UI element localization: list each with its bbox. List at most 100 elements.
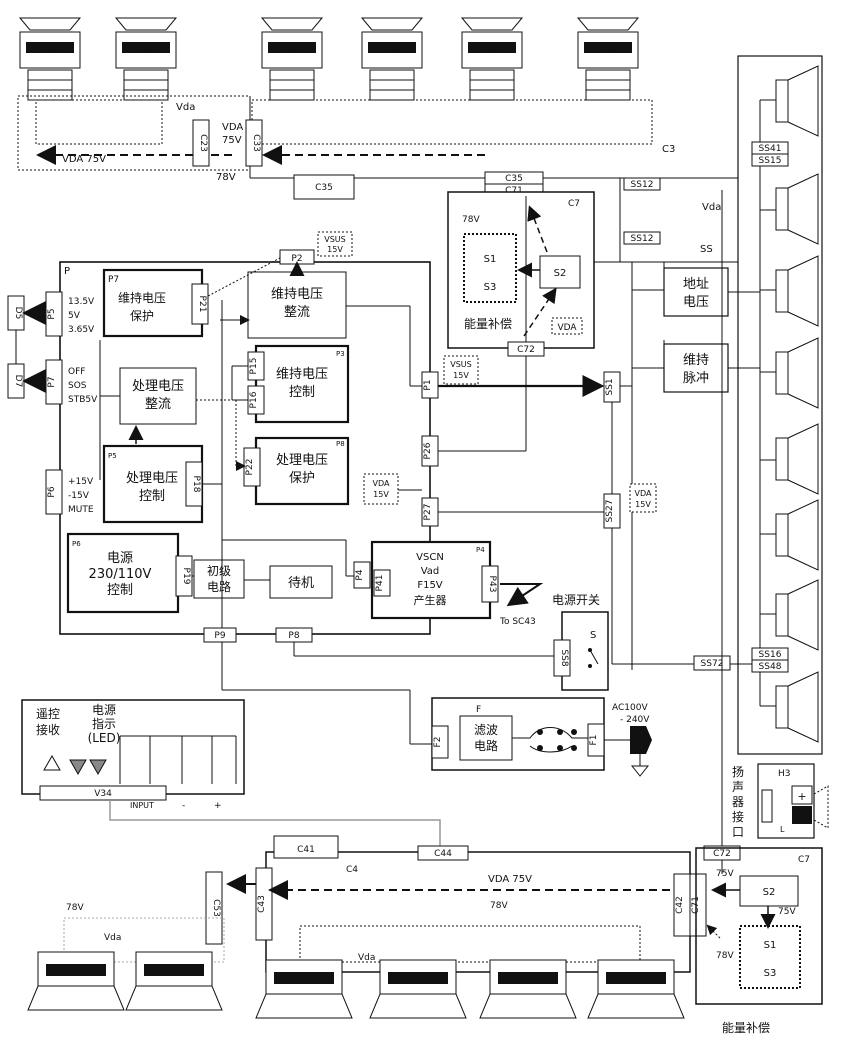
vda75v-label: VDA 75V <box>62 154 106 165</box>
block-label: 地址电压 <box>683 277 709 310</box>
bottom-c4-board: C41 C44 C4 C43 C53 C42 C71 C72 VDA 75V 7… <box>63 190 741 973</box>
svg-text:处理电压整流: 处理电压整流 <box>132 379 184 412</box>
svg-text:P6: P6 <box>47 486 57 497</box>
svg-text:75V: 75V <box>716 869 734 879</box>
vda-label: Vda <box>702 202 721 213</box>
svg-text:SS8: SS8 <box>559 649 569 666</box>
vda75-label: 75V <box>222 135 242 146</box>
connector-label: P8 <box>288 631 299 641</box>
svg-text:P26: P26 <box>423 442 433 459</box>
sustain-rectify-block: 维持电压整流 <box>247 261 347 339</box>
svg-text:P43: P43 <box>487 576 497 593</box>
svg-text:F15V: F15V <box>417 580 442 591</box>
svg-text:VSUS: VSUS <box>324 235 345 244</box>
svg-text:F1: F1 <box>589 735 599 746</box>
svg-text:S.R.: S.R. <box>410 975 425 984</box>
svg-text:To SC43: To SC43 <box>499 617 536 627</box>
svg-text:S3: S3 <box>484 282 497 293</box>
svg-text:C53: C53 <box>211 899 221 917</box>
connector-label: C7 <box>568 199 580 209</box>
sr-label: S.R. <box>484 44 499 53</box>
svg-text:Vda: Vda <box>104 933 121 943</box>
svg-text:C7: C7 <box>798 855 810 865</box>
connector-label: C71 <box>505 186 523 196</box>
svg-text:滤波电路: 滤波电路 <box>474 723 498 753</box>
connector-label: C72 <box>517 345 535 355</box>
svg-text:3.65V: 3.65V <box>68 325 95 335</box>
sr-label: S.R. <box>138 44 153 53</box>
svg-text:75V: 75V <box>778 907 796 917</box>
svg-text:电源开关: 电源开关 <box>552 593 600 607</box>
remote-led-board: 遥控接收 电源指示(LED) V34 INPUT - + <box>21 699 245 811</box>
svg-text:F2: F2 <box>433 737 443 748</box>
78v-label: 78V <box>216 172 236 183</box>
svg-text:V34: V34 <box>94 789 112 799</box>
svg-text:P41: P41 <box>375 575 385 592</box>
svg-text:遥控接收: 遥控接收 <box>36 707 60 737</box>
top-sr-modules: S.R. S.R. S.R. S.R. S.R. S.R. <box>18 17 640 101</box>
svg-text:MUTE: MUTE <box>68 505 94 515</box>
svg-text:78V: 78V <box>66 903 84 913</box>
svg-text:P4: P4 <box>355 569 365 580</box>
svg-text:-15V: -15V <box>68 491 90 501</box>
connector-label: SS12 <box>631 180 654 190</box>
ss-connectors: SS1 SS27 SS72 <box>603 371 731 671</box>
svg-text:S2: S2 <box>763 887 776 898</box>
sr-label: S.R. <box>42 44 57 53</box>
vda-label: Vda <box>176 102 195 113</box>
ss-panel: SS41 SS15 SS16 SS48 Vda SS <box>700 55 823 755</box>
svg-text:SS27: SS27 <box>605 500 615 523</box>
filter-block: F 滤波电路 F2 F1 AC100V- 240V <box>431 697 652 777</box>
svg-text:S1: S1 <box>764 940 777 951</box>
svg-text:VDA: VDA <box>373 479 390 488</box>
svg-text:5V: 5V <box>68 311 81 321</box>
svg-text:P5: P5 <box>108 452 117 460</box>
connector-label: SS12 <box>631 234 654 244</box>
energy-recovery-bottom: C7 S2 S1 S3 75V 75V 78V 能量补偿 <box>695 847 823 1035</box>
svg-text:VDA 75V: VDA 75V <box>488 874 532 885</box>
ss-internal-lines <box>759 99 776 707</box>
energy-recovery-label: 能量补偿 <box>464 316 512 331</box>
svg-text:P1: P1 <box>423 379 433 390</box>
svg-text:15V: 15V <box>327 245 343 254</box>
connector-label: SS48 <box>759 662 782 672</box>
svg-text:S.R.: S.R. <box>520 975 535 984</box>
svg-text:STB5V: STB5V <box>68 395 98 405</box>
connector-label: C35 <box>505 174 523 184</box>
svg-text:L: L <box>780 825 785 834</box>
connector-label: SS41 <box>759 144 782 154</box>
vscn-block: P4 VSCN Vad F15V 产生器 P41 P43 P4 To SC43 … <box>353 540 600 627</box>
svg-text:P18: P18 <box>191 476 201 493</box>
svg-text:15V: 15V <box>373 490 389 499</box>
svg-text:78V: 78V <box>462 215 480 225</box>
svg-text:15V: 15V <box>635 500 651 509</box>
svg-text:VSCN: VSCN <box>416 552 444 563</box>
svg-text:P21: P21 <box>197 296 207 313</box>
svg-text:Vda: Vda <box>358 953 375 963</box>
svg-text:产生器: 产生器 <box>414 593 447 607</box>
svg-text:Vad: Vad <box>421 566 440 577</box>
s2-label: S2 <box>554 268 567 279</box>
svg-text:P8: P8 <box>336 440 345 448</box>
svg-text:C72: C72 <box>713 849 731 859</box>
svg-text:C42: C42 <box>675 896 685 914</box>
proc-protect-block: P8 处理电压保护 P22 <box>243 436 350 506</box>
primary-circuit-block: 初级电路 <box>193 559 245 599</box>
connector-label: P9 <box>214 631 225 641</box>
sustain-control-block: P3 维持电压控制 P15 P16 <box>247 344 350 424</box>
sustain-protect-block: P7 维持电压保护 P21 <box>102 268 209 338</box>
svg-text:- 240V: - 240V <box>620 715 650 725</box>
svg-text:维持电压控制: 维持电压控制 <box>276 367 328 400</box>
connector-label: C33 <box>251 134 261 152</box>
svg-text:VDA: VDA <box>557 323 577 333</box>
svg-text:+15V: +15V <box>68 477 94 487</box>
svg-text:F: F <box>476 705 481 715</box>
svg-text:S.R.: S.R. <box>68 967 83 976</box>
connector-label: P <box>64 266 70 277</box>
connector-label: P2 <box>291 254 302 264</box>
svg-text:P6: P6 <box>72 540 81 548</box>
power-switch: SS8 S <box>553 611 609 691</box>
